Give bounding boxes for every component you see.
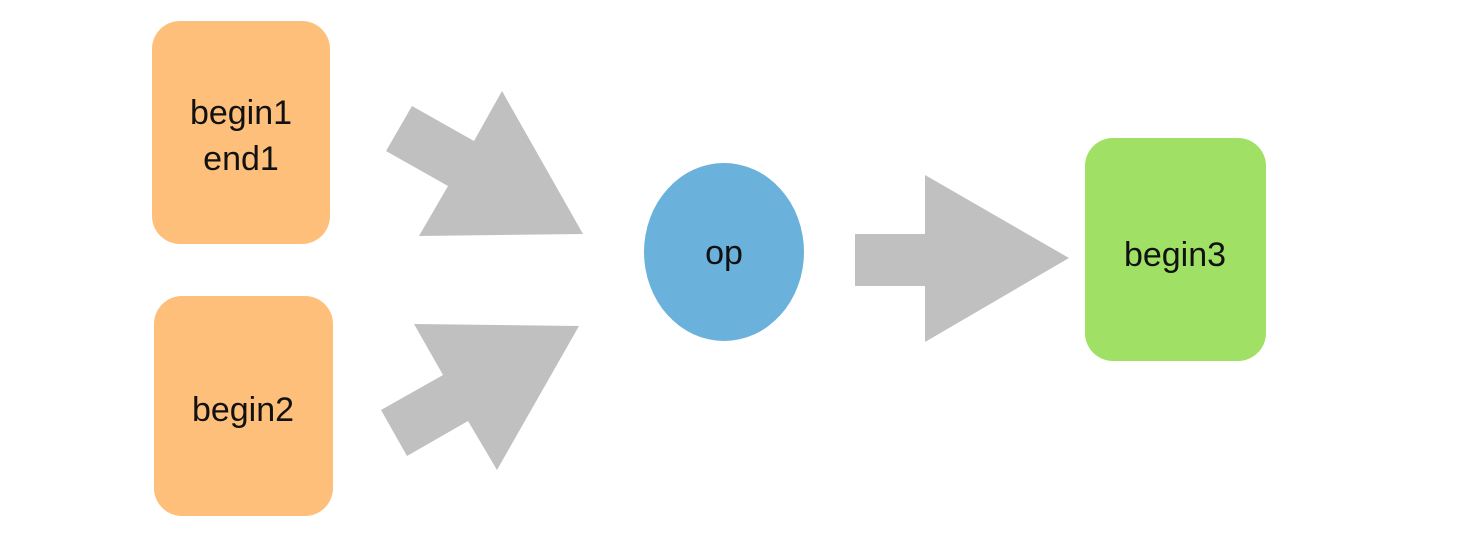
arrow-input1-to-op <box>386 91 583 236</box>
input-node-2-box <box>154 296 333 516</box>
input-node-1-box <box>152 21 330 244</box>
output-node-box <box>1085 138 1266 361</box>
arrow-op-to-output <box>855 175 1069 342</box>
arrow-input2-to-op <box>381 324 579 470</box>
input-node-1-line-1: begin1 <box>190 94 292 132</box>
operator-node-circle <box>644 163 804 341</box>
input-node-2-label: begin2 <box>192 391 294 429</box>
operator-node-label: op <box>705 234 743 272</box>
output-node: begin3 <box>1085 138 1266 361</box>
input-node-1: begin1 end1 <box>152 21 330 244</box>
input-node-2: begin2 <box>154 296 333 516</box>
operator-node: op <box>644 163 804 341</box>
input-node-1-line-2: end1 <box>203 140 279 178</box>
output-node-label: begin3 <box>1124 236 1226 274</box>
